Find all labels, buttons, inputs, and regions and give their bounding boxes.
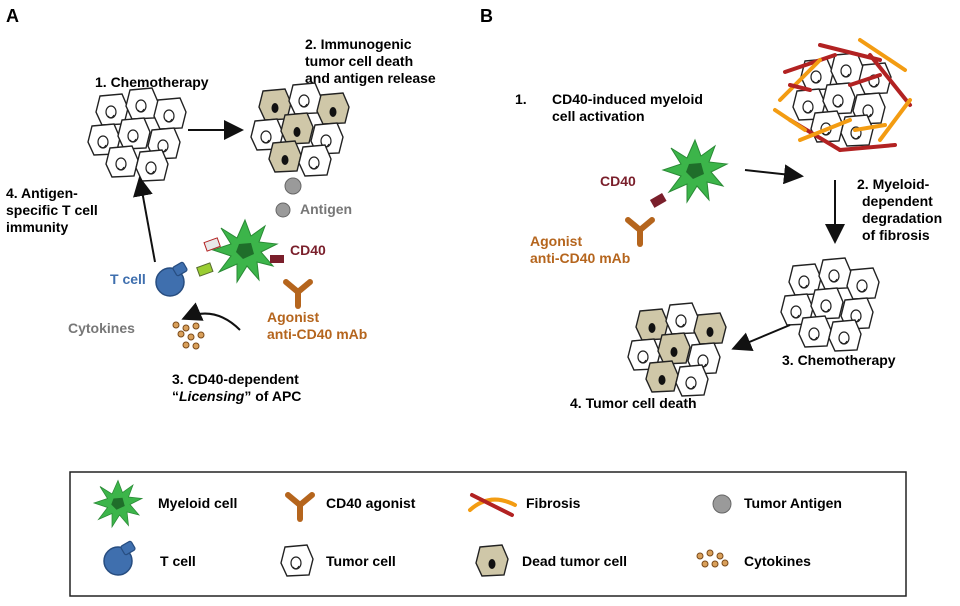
- legend-dead-label: Dead tumor cell: [522, 553, 627, 569]
- b-cd40-label: CD40: [600, 173, 636, 189]
- legend-dead-icon: [475, 544, 509, 577]
- legend-fibrosis-icon: [468, 493, 517, 517]
- b-step4-tumor-death: 4. Tumor cell death: [570, 395, 697, 411]
- legend-tumor-icon: [280, 544, 314, 577]
- b-agonist-antibody: [628, 220, 652, 244]
- legend-tumor-label: Tumor cell: [326, 553, 396, 569]
- a-step4-line1: 4. Antigen-: [6, 185, 78, 201]
- legend-fibrosis-label: Fibrosis: [526, 495, 581, 511]
- legend-cytokines-icon: [696, 549, 729, 568]
- panel-b-label: B: [480, 6, 493, 26]
- a-step2-line1: 2. Immunogenic: [305, 36, 412, 52]
- legend-agonist-label: CD40 agonist: [326, 495, 416, 511]
- b-agonist-line1: Agonist: [530, 233, 582, 249]
- panel-a-label: A: [6, 6, 19, 26]
- a-agonist-antibody: [286, 282, 310, 306]
- b-arrow-3-4: [731, 324, 791, 352]
- b-fibrotic-tumor: [773, 38, 912, 152]
- b-agonist-line2: anti-CD40 mAb: [530, 250, 630, 266]
- legend-myeloid-label: Myeloid cell: [158, 495, 237, 511]
- a-cd40-receptor: [270, 255, 284, 263]
- b-step2-line2: dependent: [862, 193, 933, 209]
- a-tcell-label: T cell: [110, 271, 146, 287]
- a-agonist-line2: anti-CD40 mAb: [267, 326, 367, 342]
- legend-cytokines-label: Cytokines: [744, 553, 811, 569]
- b-step2-line1: 2. Myeloid-: [857, 176, 930, 192]
- a-dead-tumor-cluster: [251, 83, 349, 176]
- b-step2-line4: of fibrosis: [862, 227, 930, 243]
- legend-antigen-icon: [712, 494, 732, 514]
- a-myeloid-cell: [212, 219, 278, 283]
- b-arrow-1-2: [744, 164, 804, 185]
- a-step3-line1: 3. CD40-dependent: [172, 371, 299, 387]
- a-t-cell: [155, 260, 189, 297]
- a-tumor-cluster: [88, 88, 186, 181]
- a-step4-line2: specific T cell: [6, 202, 98, 218]
- a-cd40-label: CD40: [290, 242, 326, 258]
- a-cytokine-dots: [172, 321, 205, 350]
- a-costim-receptor: [196, 262, 214, 277]
- a-step4-line3: immunity: [6, 219, 68, 235]
- a-step3-line2: “Licensing” of APC: [172, 388, 301, 404]
- b-step3-chemotherapy: 3. Chemotherapy: [782, 352, 896, 368]
- legend-tcell-label: T cell: [160, 553, 196, 569]
- antigen-circle-1: [284, 177, 302, 195]
- a-agonist-line1: Agonist: [267, 309, 319, 325]
- b-myeloid-cell: [662, 139, 728, 203]
- b-step1-line1: CD40-induced myeloid: [552, 91, 703, 107]
- b-dead-tumor-cluster: [628, 303, 726, 396]
- a-cytokines-label: Cytokines: [68, 320, 135, 336]
- a-antigen-label: Antigen: [300, 201, 352, 217]
- b-tumor-cluster: [781, 258, 879, 351]
- legend-antigen-label: Tumor Antigen: [744, 495, 842, 511]
- a-arrow-cytokines: [181, 302, 241, 331]
- b-step1-number: 1.: [515, 91, 527, 107]
- b-step1-line2: cell activation: [552, 108, 645, 124]
- a-arrow-4-1: [133, 176, 156, 263]
- antigen-circle-2: [275, 202, 291, 218]
- legend-box: [69, 471, 907, 597]
- a-step1-chemotherapy: 1. Chemotherapy: [95, 74, 209, 90]
- a-step2-line2: tumor cell death: [305, 53, 413, 69]
- b-cd40-receptor: [649, 193, 667, 208]
- a-mhc-receptor: [203, 237, 221, 252]
- b-step2-line3: degradation: [862, 210, 942, 226]
- a-step2-line3: and antigen release: [305, 70, 436, 86]
